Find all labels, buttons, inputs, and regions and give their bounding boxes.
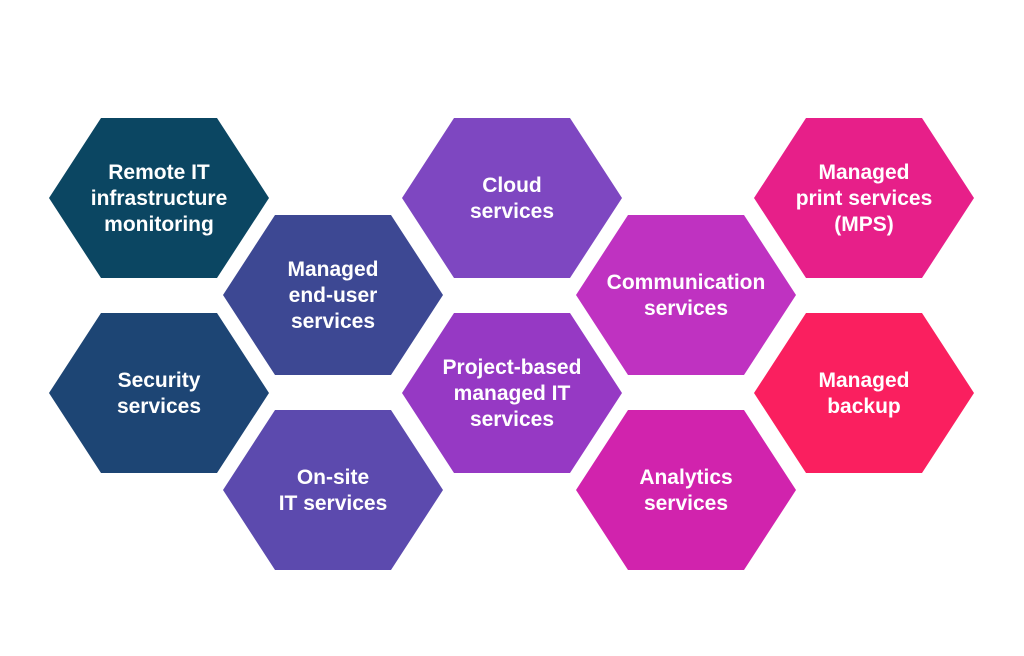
hexagon-label-line: services [470,200,554,223]
hexagon-label-line: (MPS) [834,213,894,236]
hexagon-label-line: Project-based [443,356,582,379]
hexagon-shape [754,313,974,473]
hexagon-shape [223,215,443,375]
hexagon-shape [49,118,269,278]
hexagon-shape [402,118,622,278]
hexagon-shape [223,410,443,570]
hexagon-label-line: Analytics [639,466,732,489]
hexagon-label-line: infrastructure [91,187,228,210]
hexagon-label-line: services [117,395,201,418]
hexagon-shape [754,118,974,278]
hexagon-communication-services: Communication services [576,215,796,375]
hexagon-label-line: Managed [287,258,378,281]
hexagon-label-line: Communication [607,271,766,294]
hexagon-label-line: services [470,408,554,431]
hexagon-label-line: Security [118,369,201,392]
hexagon-label-line: backup [827,395,901,418]
hexagon-managed-backup: Managed backup [754,313,974,473]
hexagon-label-line: services [644,492,728,515]
hexagon-security-services: Security services [49,313,269,473]
hexagon-cloud-services: Cloud services [402,118,622,278]
hexagon-analytics-services: Analytics services [576,410,796,570]
hexagon-shape [576,410,796,570]
hexagon-label-line: services [291,310,375,333]
hexagon-shape [402,313,622,473]
hexagon-managed-print-services-mps: Managed print services (MPS) [754,118,974,278]
hexagon-label-line: managed IT [454,382,571,405]
hexagon-label-line: Cloud [482,174,541,197]
hexagon-label-line: IT services [279,492,388,515]
hexagon-project-based-managed-it-services: Project-based managed IT services [402,313,622,473]
hexagon-label-line: end-user [289,284,378,307]
hexagon-shape [49,313,269,473]
hexagon-shape [576,215,796,375]
hexagon-remote-it-infrastructure-monitoring: Remote IT infrastructure monitoring [49,118,269,278]
hexagon-label-line: Remote IT [108,161,210,184]
hexagon-managed-end-user-services: Managed end-user services [223,215,443,375]
hexagon-label-line: monitoring [104,213,214,236]
hexagon-on-site-it-services: On-site IT services [223,410,443,570]
hexagon-label-line: On-site [297,466,369,489]
hexagon-label-line: print services [796,187,933,210]
hexagon-label-line: Managed [818,161,909,184]
hexagon-label-line: Managed [818,369,909,392]
hexagon-label-line: services [644,297,728,320]
